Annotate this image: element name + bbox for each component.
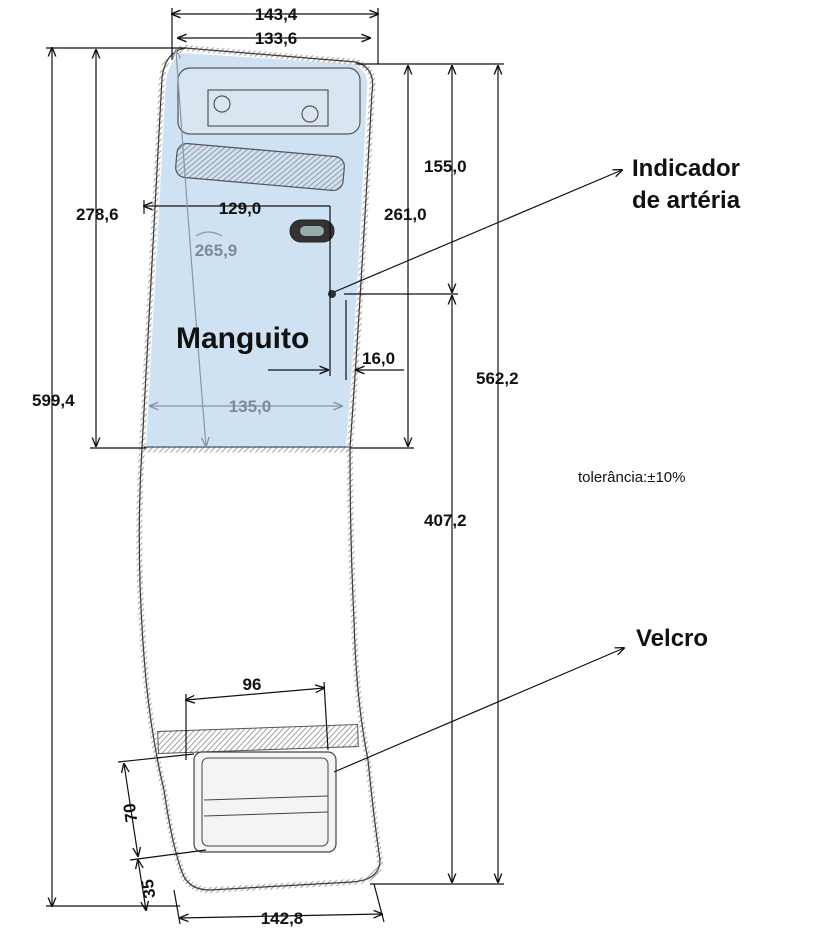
dim-velcro-width: 96	[243, 675, 262, 694]
connector-hole-left	[213, 95, 231, 113]
dim-total-left: 599,4	[32, 391, 75, 410]
dim-129: 129,0	[219, 199, 262, 218]
indicator-leader	[333, 170, 622, 293]
dim-top-inner: 133,6	[255, 29, 298, 48]
velcro-patch	[193, 751, 337, 853]
velcro-strip-top	[157, 723, 359, 755]
connector-housing	[177, 67, 361, 135]
dim-velcro-height: 70	[120, 802, 141, 823]
dim-cuff-width: 135,0	[229, 397, 272, 416]
band-outline-inner	[138, 47, 381, 891]
dim-lower-length: 407,2	[424, 511, 467, 530]
dim-top-outer: 143,4	[255, 5, 298, 24]
dim-cuff-left: 278,6	[76, 205, 119, 224]
velcro-leader	[333, 648, 624, 773]
dim-cuff-right: 261,0	[384, 205, 427, 224]
tolerance-note: tolerância:±10%	[578, 469, 685, 486]
indicator-label-line1: Indicador	[632, 155, 740, 182]
connector-hole-right	[301, 105, 319, 123]
cuff-label: Manguito	[176, 322, 309, 355]
dim-total-right: 562,2	[476, 369, 519, 388]
dim-arc: 265,9	[195, 241, 238, 260]
indicator-label-line2: de artéria	[632, 187, 741, 214]
dim-indicator-top: 155,0	[424, 157, 467, 176]
dim-velcro-gap: 35	[138, 878, 159, 899]
velcro-label: Velcro	[636, 625, 708, 652]
dim-bottom-width: 142,8	[261, 909, 304, 928]
dim-indicator-offset: 16,0	[362, 349, 395, 368]
